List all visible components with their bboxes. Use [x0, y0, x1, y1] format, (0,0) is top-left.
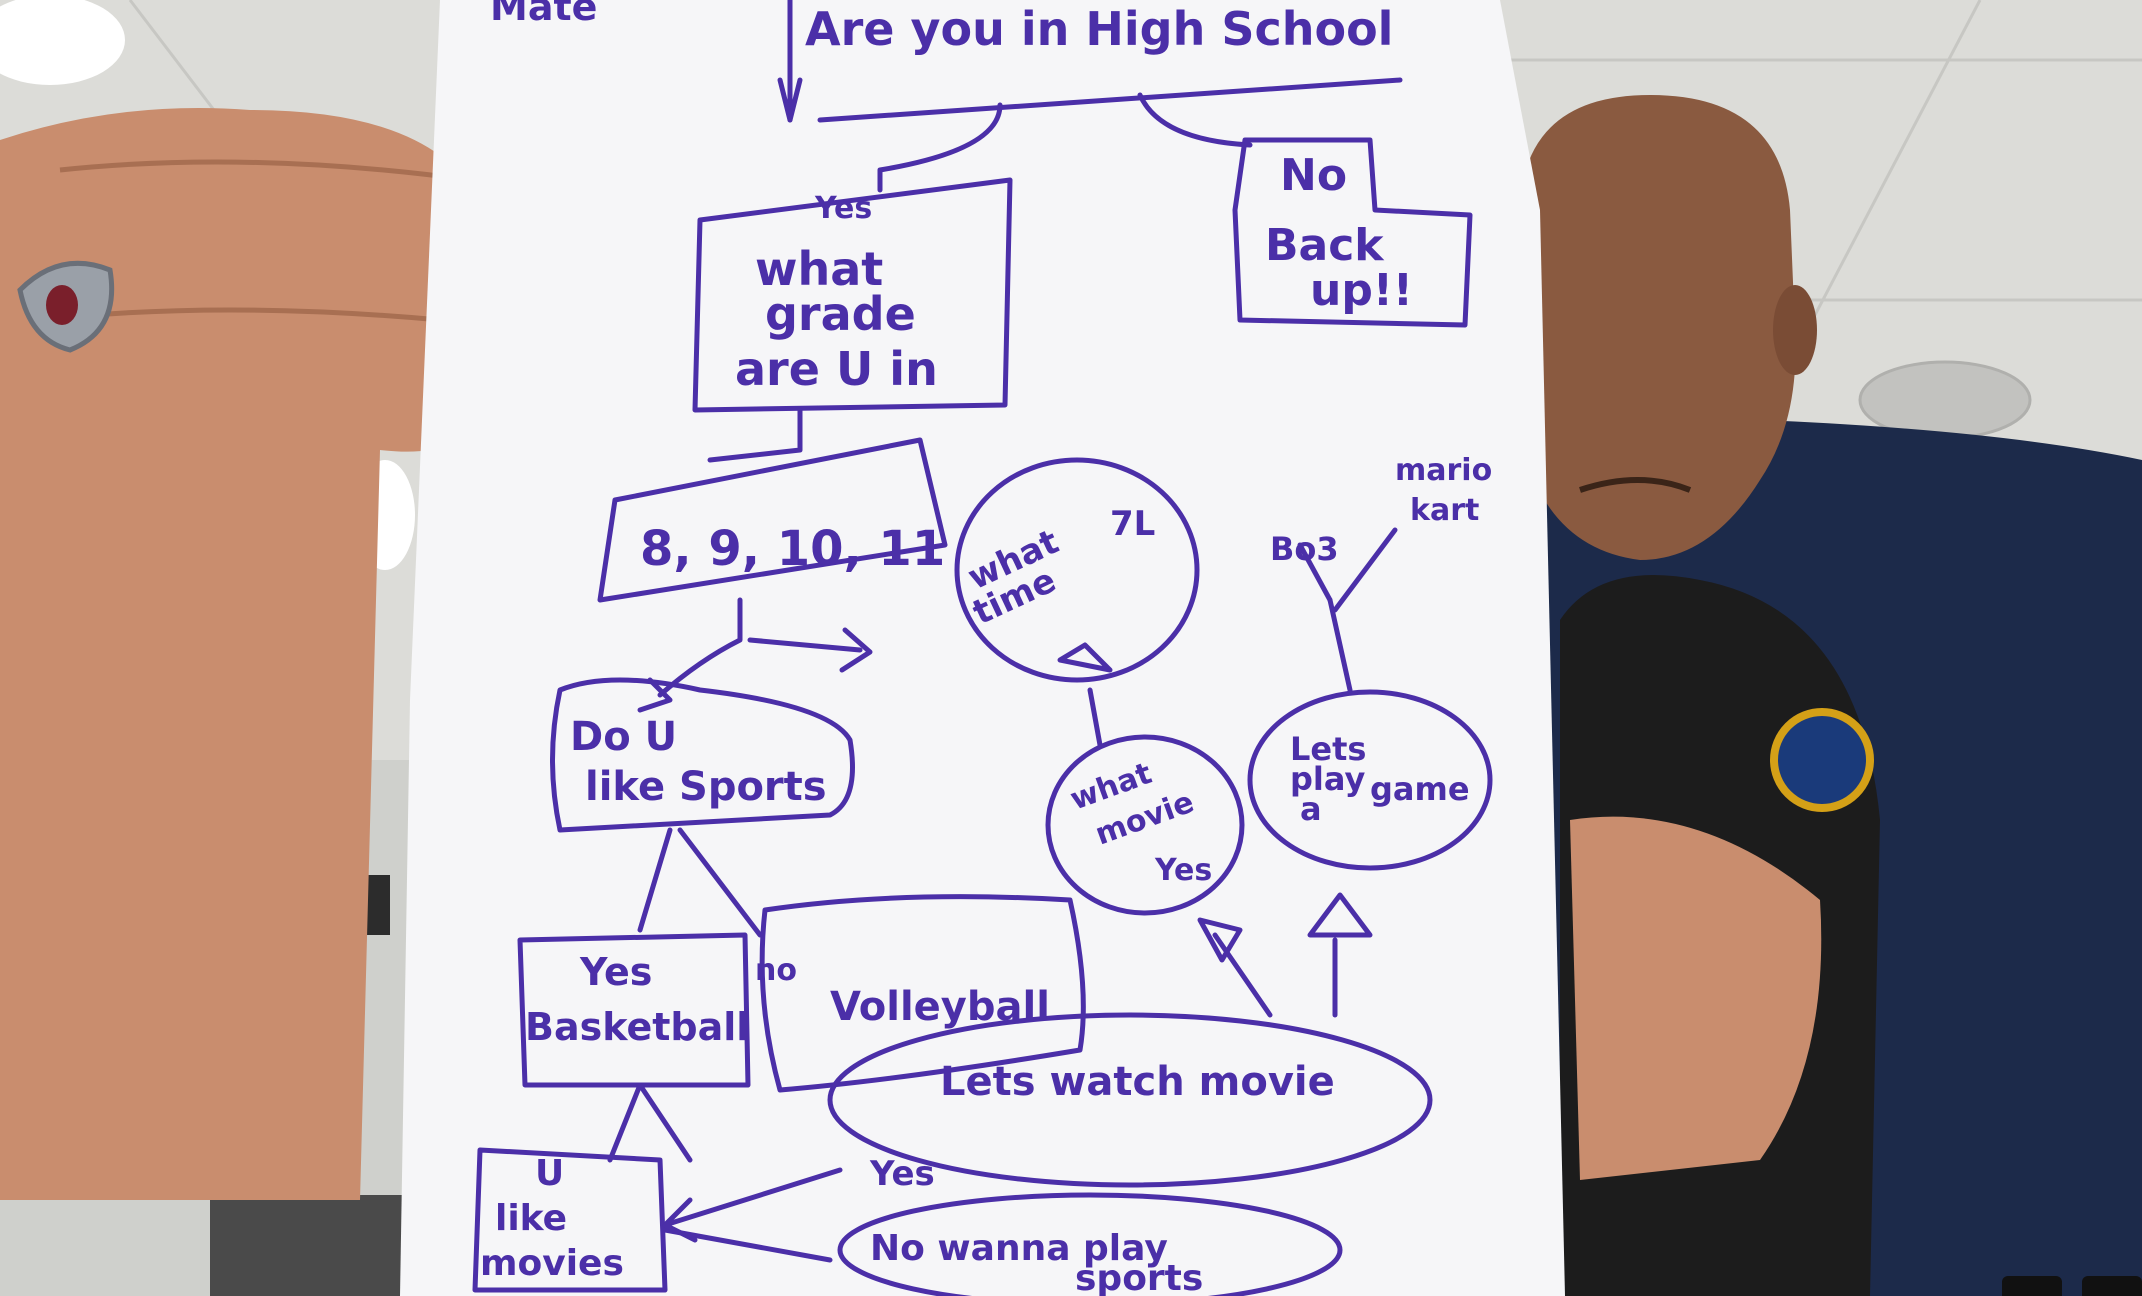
- play-sports-line-2: sports: [1075, 1258, 1203, 1296]
- play-sports-line-1: No wanna play: [870, 1228, 1168, 1269]
- time-answer: 7L: [1110, 504, 1155, 544]
- player-control-button[interactable]: [2082, 1276, 2142, 1296]
- what-movie-line-3: Yes: [1154, 853, 1212, 888]
- grade-box: [692, 177, 1013, 413]
- grades-box: [597, 437, 948, 603]
- person-face: [1514, 95, 1796, 560]
- basketball-text: Basketball: [525, 1005, 749, 1049]
- grade-line-4: are U in: [735, 342, 938, 396]
- basketball-yes: Yes: [579, 950, 652, 994]
- game-option-mario: mario: [1395, 453, 1492, 488]
- grades-text: 8, 9, 10, 11: [640, 521, 945, 577]
- play-game-line-4: game: [1370, 770, 1470, 808]
- play-sports-oval: [837, 1192, 1343, 1296]
- back-label: Back: [1265, 220, 1385, 271]
- paper-sheet: [400, 0, 1565, 1296]
- hand: [0, 108, 485, 1200]
- watch-movie-oval: [827, 1012, 1433, 1188]
- flowchart-strokes: [472, 0, 1493, 1296]
- player-control-button[interactable]: [2002, 1276, 2062, 1296]
- volleyball-box: [759, 894, 1086, 1093]
- grade-yes: Yes: [814, 191, 872, 226]
- sports-box: [550, 677, 855, 833]
- grade-line-3: grade: [765, 287, 916, 341]
- game-option-kart: kart: [1410, 493, 1479, 528]
- yes-label-movie: Yes: [869, 1154, 935, 1194]
- back-box: [1232, 137, 1473, 328]
- movies-box: [472, 1147, 668, 1293]
- grade-line-2: what: [755, 242, 883, 296]
- movies-line-1: U: [535, 1153, 564, 1194]
- movies-line-2: like: [495, 1198, 567, 1239]
- no-label-top: No: [1280, 150, 1347, 201]
- no-label-sports: no: [755, 953, 797, 988]
- volleyball-text: Volleyball: [830, 984, 1050, 1030]
- ceiling-light: [0, 0, 125, 85]
- sports-line-1: Do U: [570, 714, 677, 760]
- partial-top-label: Mate: [490, 0, 597, 29]
- what-movie-circle: [1045, 734, 1245, 916]
- sports-line-2: like Sports: [585, 764, 827, 810]
- person-face-2: [1570, 816, 1822, 1180]
- basketball-box: [517, 932, 751, 1088]
- highschool-question: Are you in High School: [805, 2, 1393, 56]
- watch-movie-text: Lets watch movie: [940, 1059, 1335, 1105]
- up-label: up!!: [1310, 265, 1413, 316]
- play-game-line-1: Lets: [1290, 730, 1366, 768]
- play-game-line-3: a: [1300, 790, 1322, 828]
- game-option-bo3: Bo3: [1270, 530, 1339, 568]
- flowchart-text: Mate Are you in High School Yes what gra…: [480, 0, 1492, 1296]
- warriors-logo: [1770, 708, 1874, 812]
- play-game-circle: [1247, 689, 1493, 871]
- ceiling-speaker: [1858, 360, 2032, 440]
- what-time-circle: [954, 457, 1200, 683]
- play-game-line-2: play: [1290, 760, 1365, 798]
- movies-line-3: movies: [480, 1243, 624, 1284]
